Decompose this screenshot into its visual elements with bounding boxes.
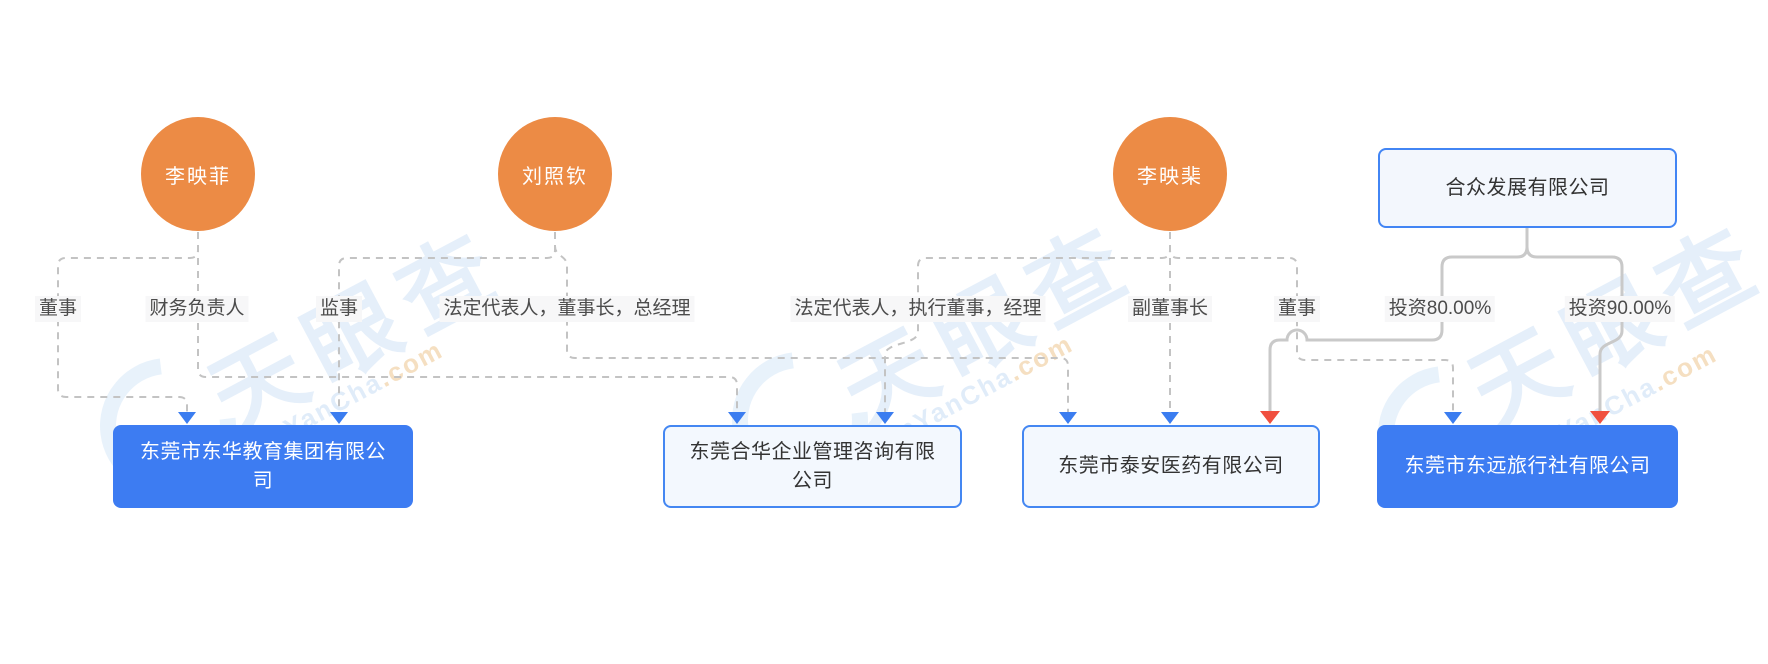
edge-liuzhaoqin-fading — [554, 232, 1069, 412]
company-name: 东莞合华企业管理咨询有限公司 — [689, 440, 936, 492]
company-node-hezhongfazhan[interactable]: 合众发展有限公司 — [1378, 148, 1677, 228]
edge-liyingfei3-dongshi — [1169, 232, 1454, 412]
company-name: 东莞市泰安医药有限公司 — [1058, 455, 1284, 477]
role-arrowhead — [330, 412, 348, 424]
relation-label-fading-zhixingdongshi: 法定代表人，执行董事，经理 — [790, 296, 1046, 322]
edge-invest-80 — [1268, 246, 1529, 411]
person-node-liuzhaoqin[interactable]: 刘照钦 — [498, 117, 612, 231]
relation-label-invest-90: 投资90.00% — [1564, 296, 1676, 322]
role-arrowhead — [876, 412, 894, 424]
relation-label-caiwufuzeren: 财务负责人 — [145, 296, 249, 322]
company-name: 东莞市东远旅行社有限公司 — [1404, 455, 1651, 477]
relation-label-invest-80: 投资80.00% — [1384, 296, 1496, 322]
edge-invest-90 — [1525, 246, 1624, 411]
relation-label-jianshi: 监事 — [315, 296, 363, 322]
role-arrowhead — [1161, 412, 1179, 424]
company-node-taianyiyao[interactable]: 东莞市泰安医药有限公司 — [1022, 425, 1320, 508]
edge-liyingfei-dongshi — [57, 232, 199, 412]
company-node-hehuazixun[interactable]: 东莞合华企业管理咨询有限公司 — [663, 425, 962, 508]
edge-liuzhaoqin-jianshi — [338, 232, 556, 412]
company-name: 合众发展有限公司 — [1445, 176, 1610, 199]
edge-liyingfei-caiwufuzeren — [197, 232, 738, 412]
person-node-liyingfei[interactable]: 李映菲 — [141, 117, 255, 231]
person-name: 刘照钦 — [522, 165, 588, 188]
role-arrowhead — [1059, 412, 1077, 424]
company-node-donghuajiaoyu[interactable]: 东莞市东华教育集团有限公司 — [113, 425, 413, 508]
relation-label-dongshi-1: 董事 — [34, 296, 82, 322]
role-arrowhead — [728, 412, 746, 424]
role-arrowhead — [178, 412, 196, 424]
investment-arrowhead — [1590, 411, 1610, 424]
relation-label-dongshi-2: 董事 — [1273, 296, 1321, 322]
person-name: 李映棐 — [1137, 165, 1203, 188]
person-name: 李映菲 — [165, 165, 231, 188]
person-node-liyingfei3[interactable]: 李映棐 — [1113, 117, 1227, 231]
role-arrowhead — [1444, 412, 1462, 424]
relation-label-fudongshizhang: 副董事长 — [1127, 296, 1213, 322]
company-node-dongyuanlvxingshe[interactable]: 东莞市东远旅行社有限公司 — [1377, 425, 1678, 508]
relation-label-fading-dongshizhang: 法定代表人，董事长，总经理 — [439, 296, 695, 322]
company-name: 东莞市东华教育集团有限公司 — [140, 440, 386, 492]
edge-liyingfei3-fading — [884, 232, 1171, 412]
investment-arrowhead — [1260, 411, 1280, 424]
